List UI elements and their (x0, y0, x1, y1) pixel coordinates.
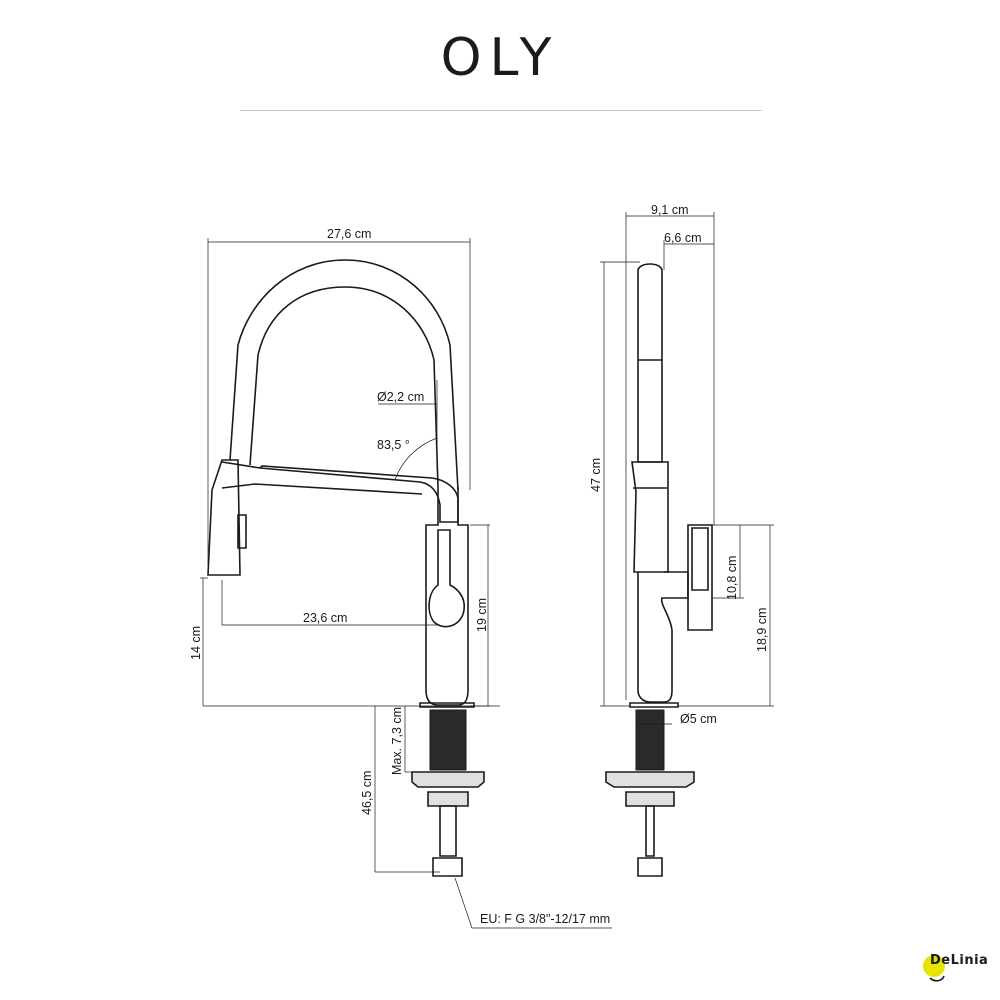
hose-nut (432, 857, 463, 877)
side-bolt (625, 791, 675, 807)
dim-side-handle-height: 10,8 cm (725, 556, 739, 600)
side-column (637, 571, 689, 703)
side-rod (645, 805, 655, 857)
spout-arc-outer (229, 259, 459, 491)
shank (429, 709, 467, 771)
dim-side-depth-head: 6,6 cm (664, 231, 702, 245)
spray-button (237, 514, 247, 549)
pullout-arm (221, 461, 459, 523)
threaded-rod (439, 805, 457, 857)
dim-front-width: 27,6 cm (327, 227, 371, 241)
logo-mark-icon (923, 955, 945, 977)
dim-lever-height: 19 cm (475, 598, 489, 632)
side-view (605, 263, 713, 877)
dim-side-base-diameter: Ø5 cm (680, 712, 717, 726)
dim-spout-diameter: Ø2,2 cm (377, 390, 424, 404)
dim-outlet-height: 14 cm (189, 626, 203, 660)
dim-side-height: 47 cm (589, 458, 603, 492)
side-base (629, 702, 679, 708)
brand-logo (923, 955, 945, 982)
dim-connection: EU: F G 3/8"-12/17 mm (480, 912, 610, 926)
side-spout (637, 263, 663, 463)
side-nut (637, 857, 663, 877)
dim-angle: 83,5 ° (377, 438, 410, 452)
side-head (631, 461, 669, 573)
dim-reach: 23,6 cm (303, 611, 347, 625)
front-view (207, 259, 485, 877)
side-shank (635, 709, 665, 771)
brand-logo-text: DeLinia (930, 953, 989, 968)
arm-lower (221, 483, 423, 495)
side-plate (605, 771, 695, 788)
spout-arc-inner (249, 286, 439, 488)
dim-hose-length: 46,5 cm (360, 771, 374, 815)
side-dimensions (600, 212, 774, 725)
side-handle (687, 524, 713, 631)
dim-max-thickness: Max. 7,3 cm (390, 707, 404, 775)
spray-head (207, 459, 241, 576)
body-column (425, 487, 469, 706)
product-title: OLY (440, 28, 560, 88)
title-divider (240, 110, 762, 111)
lever (428, 529, 466, 628)
dim-side-depth-total: 9,1 cm (651, 203, 689, 217)
dim-side-handle-top: 18,9 cm (755, 608, 769, 652)
bolt-body (427, 791, 469, 807)
front-dimensions (200, 238, 612, 929)
mount-plate (411, 771, 485, 788)
side-handle-inner (691, 527, 709, 591)
